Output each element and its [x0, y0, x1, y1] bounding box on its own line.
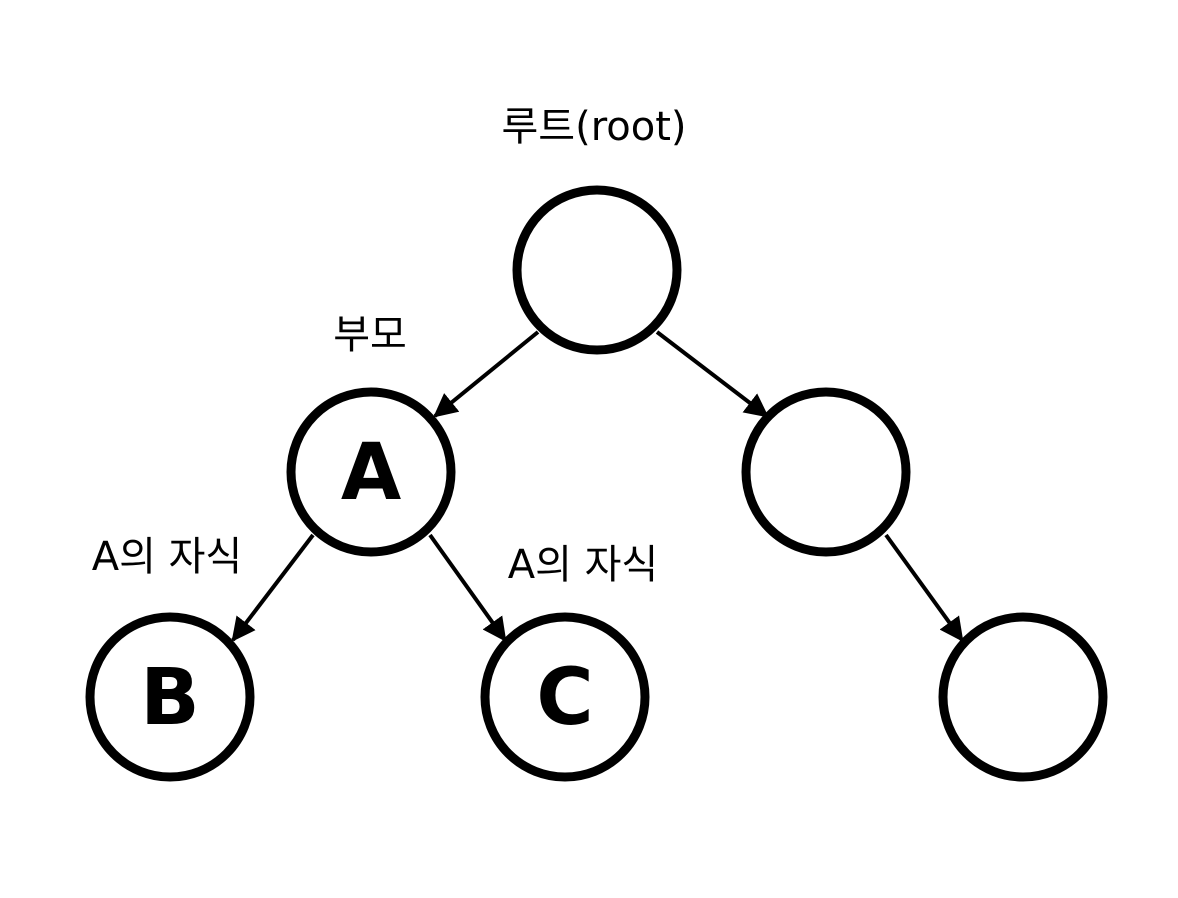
node-a [286, 387, 456, 557]
edge-root-to-right [655, 330, 769, 418]
node-c [480, 612, 650, 782]
node-a-label: A [341, 428, 401, 518]
root-node [512, 185, 682, 355]
right-leaf-node [938, 612, 1108, 782]
edge-right-to-leaf [884, 533, 964, 642]
edge-a-to-b [231, 533, 315, 642]
edge-root-to-a [433, 330, 540, 418]
node-b-label: B [140, 653, 199, 743]
child-caption-right: A의 자식 [508, 542, 658, 588]
node-b [85, 612, 255, 782]
parent-caption: 부모 [333, 312, 407, 358]
root-caption: 루트(root) [501, 104, 686, 150]
right-node [741, 387, 911, 557]
child-caption-left: A의 자식 [92, 534, 242, 580]
edge-a-to-c [428, 533, 507, 642]
node-c-label: C [536, 653, 593, 743]
